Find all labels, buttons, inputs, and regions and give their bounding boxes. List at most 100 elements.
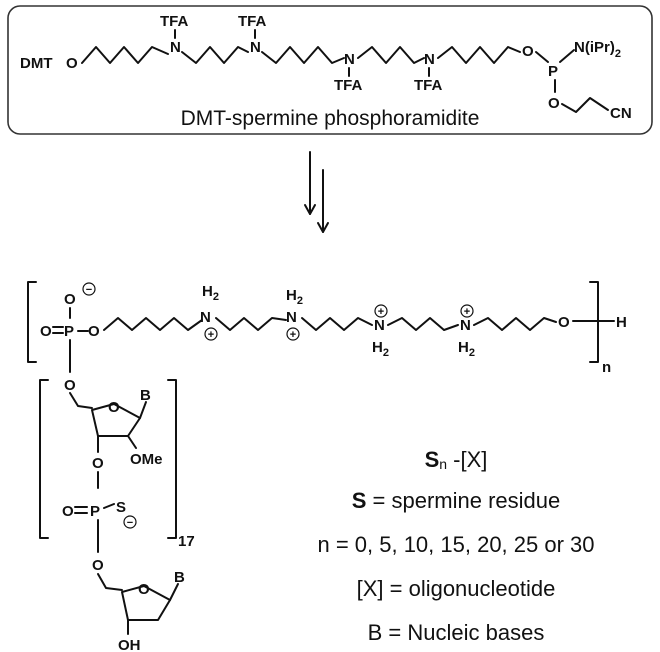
o-charge-circle — [82, 282, 96, 296]
p-s-bond — [103, 503, 115, 509]
ribose-ring-1 — [91, 403, 141, 437]
repeat-bracket-left — [27, 281, 37, 363]
reaction-arrowhead-1 — [304, 204, 316, 215]
h2-3-sub: 2 — [383, 347, 389, 359]
p-product: P — [64, 323, 74, 340]
p-reagent: P — [548, 63, 558, 80]
oligo-bracket-right — [167, 379, 177, 539]
tfa2: TFA — [238, 13, 266, 30]
legend-n-definition: n = 0, 5, 10, 15, 20, 25 or 30 — [317, 532, 594, 557]
amine-text: N(iPr) — [574, 39, 615, 56]
h2-3-h: H — [372, 339, 383, 356]
base-2: B — [174, 569, 185, 586]
base-1: B — [140, 387, 151, 404]
p-thio: P — [90, 503, 100, 520]
chain-1-bonds — [81, 46, 169, 64]
n4-product: N — [460, 317, 471, 334]
o5-label: O — [64, 377, 76, 394]
oligo-bracket-left — [39, 379, 49, 539]
n3-product: N — [374, 317, 385, 334]
oh-label: OH — [118, 637, 141, 652]
c5-bonds-1 — [69, 392, 93, 409]
p-n-bond — [559, 49, 575, 63]
product-chain-5 — [473, 317, 557, 331]
legend-s-bold: S — [352, 488, 367, 513]
o-phosphite: O — [522, 43, 534, 60]
repeat-n: n — [602, 359, 611, 376]
ring-oxygen-1: O — [108, 399, 120, 416]
ome-label: OMe — [130, 451, 163, 468]
o-doublebond: O — [40, 323, 52, 340]
legend-s-definition: S = spermine residue — [352, 488, 561, 513]
legend-s-text: = spermine residue — [366, 488, 560, 513]
tfa1: TFA — [160, 13, 188, 30]
reaction-arrowhead-2 — [317, 222, 329, 233]
amine-label: N(iPr)2 — [574, 39, 621, 60]
n3-charge-circle — [374, 304, 388, 318]
ribose-ring-2 — [121, 585, 171, 621]
h2-4-h: H — [458, 339, 469, 356]
product-chain-3 — [301, 317, 373, 331]
n1-charge: + — [208, 329, 214, 341]
n1-product: N — [200, 309, 211, 326]
s-label: S — [116, 499, 126, 516]
base-bond-1 — [139, 401, 147, 419]
h2-1: H2 — [202, 283, 219, 303]
h2-3: H2 — [372, 339, 389, 359]
product-chain-1 — [103, 317, 203, 331]
tfa4: TFA — [414, 77, 442, 94]
n2-product: N — [286, 309, 297, 326]
h2-4: H2 — [458, 339, 475, 359]
o-cyanoethyl: O — [548, 95, 560, 112]
h2-1-h: H — [202, 283, 213, 300]
h2-2: H2 — [286, 287, 303, 307]
chain-5-bonds — [437, 46, 521, 64]
n4: N — [424, 51, 435, 68]
n4-charge-circle — [460, 304, 474, 318]
reagent-frame — [7, 5, 653, 135]
o5-label-2: O — [92, 557, 104, 574]
s-charge-circle — [123, 515, 137, 529]
legend-title-s: S — [425, 447, 440, 472]
cn-label: CN — [610, 105, 632, 122]
legend-title: Sn -[X] — [425, 447, 488, 472]
product-chain-4 — [387, 317, 459, 331]
n2-charge: + — [290, 329, 296, 341]
ring-oxygen-2: O — [138, 581, 150, 598]
h2-2-h: H — [286, 287, 297, 304]
legend-title-sub: n — [439, 456, 447, 472]
cyanoethyl-bonds — [561, 97, 609, 113]
legend-b-definition: B = Nucleic bases — [368, 620, 545, 645]
dmt-label: DMT — [20, 55, 53, 72]
ome-bond — [127, 435, 137, 449]
amine-subscript: 2 — [615, 48, 621, 60]
n1-charge-circle — [204, 327, 218, 341]
base-bond-2 — [169, 583, 179, 601]
oligo-repeat-17: 17 — [178, 533, 195, 550]
o-chain: O — [88, 323, 100, 340]
o-thio-double: O — [62, 503, 74, 520]
h2-1-sub: 2 — [213, 291, 219, 303]
n3-charge: + — [378, 306, 384, 318]
h2-2-sub: 2 — [297, 295, 303, 307]
dmt-oxygen: O — [66, 55, 78, 72]
n4-charge: + — [464, 306, 470, 318]
n2: N — [250, 39, 261, 56]
tfa3: TFA — [334, 77, 362, 94]
legend-x-definition: [X] = oligonucleotide — [357, 576, 556, 601]
n3: N — [344, 51, 355, 68]
h2-4-sub: 2 — [469, 347, 475, 359]
reagent-title: DMT-spermine phosphoramidite — [181, 107, 480, 130]
s-charge: − — [127, 517, 133, 529]
c5-bonds-2 — [97, 573, 123, 591]
chain-2-bonds — [181, 46, 249, 64]
h-terminal: H — [616, 314, 627, 331]
o-anion: O — [64, 291, 76, 308]
n1: N — [170, 39, 181, 56]
o3-label-1: O — [92, 455, 104, 472]
product-chain-2 — [215, 317, 287, 331]
n2-charge-circle — [286, 327, 300, 341]
o-terminal: O — [558, 314, 570, 331]
chain-3-bonds — [261, 46, 345, 64]
